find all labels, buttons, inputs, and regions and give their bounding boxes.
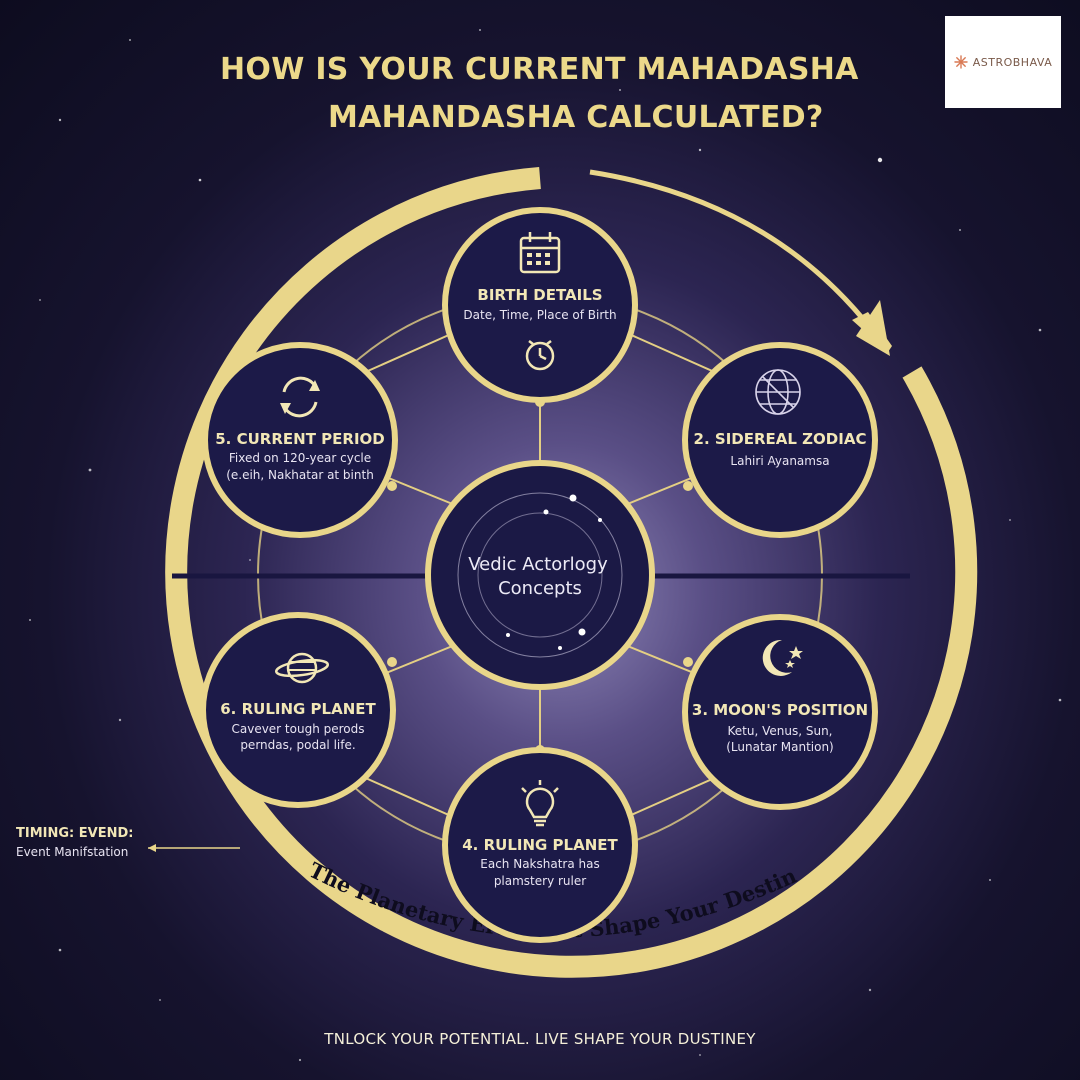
timing-pointer-arrow <box>148 844 156 852</box>
node-detail: Ketu, Venus, Sun, <box>728 724 833 738</box>
lightbulb-icon <box>521 780 559 827</box>
clock-icon <box>525 340 555 371</box>
node-detail: plamstery ruler <box>494 874 586 888</box>
page-title-line1: HOW IS YOUR CURRENT MAHADASHA <box>220 52 859 87</box>
node-ruling-planet-bottom[interactable]: 4. RULING PLANET Each Nakshatra has plam… <box>442 747 638 943</box>
node-detail: Lahiri Ayanamsa <box>730 454 829 468</box>
orbit-planets-icon <box>506 494 602 650</box>
node-title: BIRTH DETAILS <box>477 286 602 304</box>
page-title-line2: MAHANDASHA CALCULATED? <box>328 100 824 135</box>
arc-caption: The Planetary Eras That Shape Your Desti… <box>0 0 800 943</box>
center-concept-node[interactable]: Vedic Actorlogy Concepts <box>425 460 655 690</box>
node-detail: (e.eih, Nakhatar at binth <box>226 468 374 482</box>
outer-ring-arc <box>165 167 978 978</box>
node-title: 3. MOON'S POSITION <box>692 701 868 719</box>
timing-title: TIMING: EVEND: <box>16 826 134 841</box>
timing-subtitle: Event Manifstation <box>16 845 129 859</box>
node-ruling-planet-left[interactable]: 6. RULING PLANET Cavever tough perods pe… <box>200 612 396 808</box>
brand-logo-icon <box>954 55 968 69</box>
node-birth-details[interactable]: BIRTH DETAILS Date, Time, Place of Birth <box>442 207 638 403</box>
cycle-arrows-icon <box>280 376 320 418</box>
node-detail: Fixed on 120-year cycle <box>229 451 371 465</box>
timing-annotation: TIMING: EVEND: Event Manifstation <box>16 826 133 859</box>
node-current-period[interactable]: 5. CURRENT PERIOD Fixed on 120-year cycl… <box>202 342 398 538</box>
node-title: 6. RULING PLANET <box>220 700 376 718</box>
calendar-icon <box>519 232 561 274</box>
node-detail: perndas, podal life. <box>240 738 355 752</box>
node-detail: (Lunatar Mantion) <box>726 740 834 754</box>
brand-logo[interactable]: ASTROBHAVA <box>945 16 1061 108</box>
center-label-line1: Vedic Actorlogy <box>468 554 608 575</box>
node-detail: Each Nakshatra has <box>480 857 599 871</box>
node-detail: Cavever tough perods <box>231 722 364 736</box>
node-detail: Date, Time, Place of Birth <box>463 308 616 322</box>
node-moon-position[interactable]: 3. MOON'S POSITION Ketu, Venus, Sun, (Lu… <box>682 614 878 810</box>
node-title: 4. RULING PLANET <box>462 836 618 854</box>
moon-stars-icon <box>762 639 803 676</box>
flow-arrow-arc <box>589 169 874 332</box>
footer-tagline: TNLOCK YOUR POTENTIAL. LIVE SHAPE YOUR D… <box>324 1030 756 1048</box>
flow-arrow-head-tip <box>856 300 890 356</box>
node-title: 5. CURRENT PERIOD <box>215 430 384 448</box>
globe-icon <box>755 369 801 415</box>
saturn-icon <box>274 652 330 684</box>
brand-logo-text: ASTROBHAVA <box>972 55 1053 69</box>
center-label-line2: Concepts <box>498 578 582 599</box>
node-sidereal-zodiac[interactable]: 2. SIDEREAL ZODIAC Lahiri Ayanamsa <box>682 342 878 538</box>
node-title: 2. SIDEREAL ZODIAC <box>694 430 867 448</box>
